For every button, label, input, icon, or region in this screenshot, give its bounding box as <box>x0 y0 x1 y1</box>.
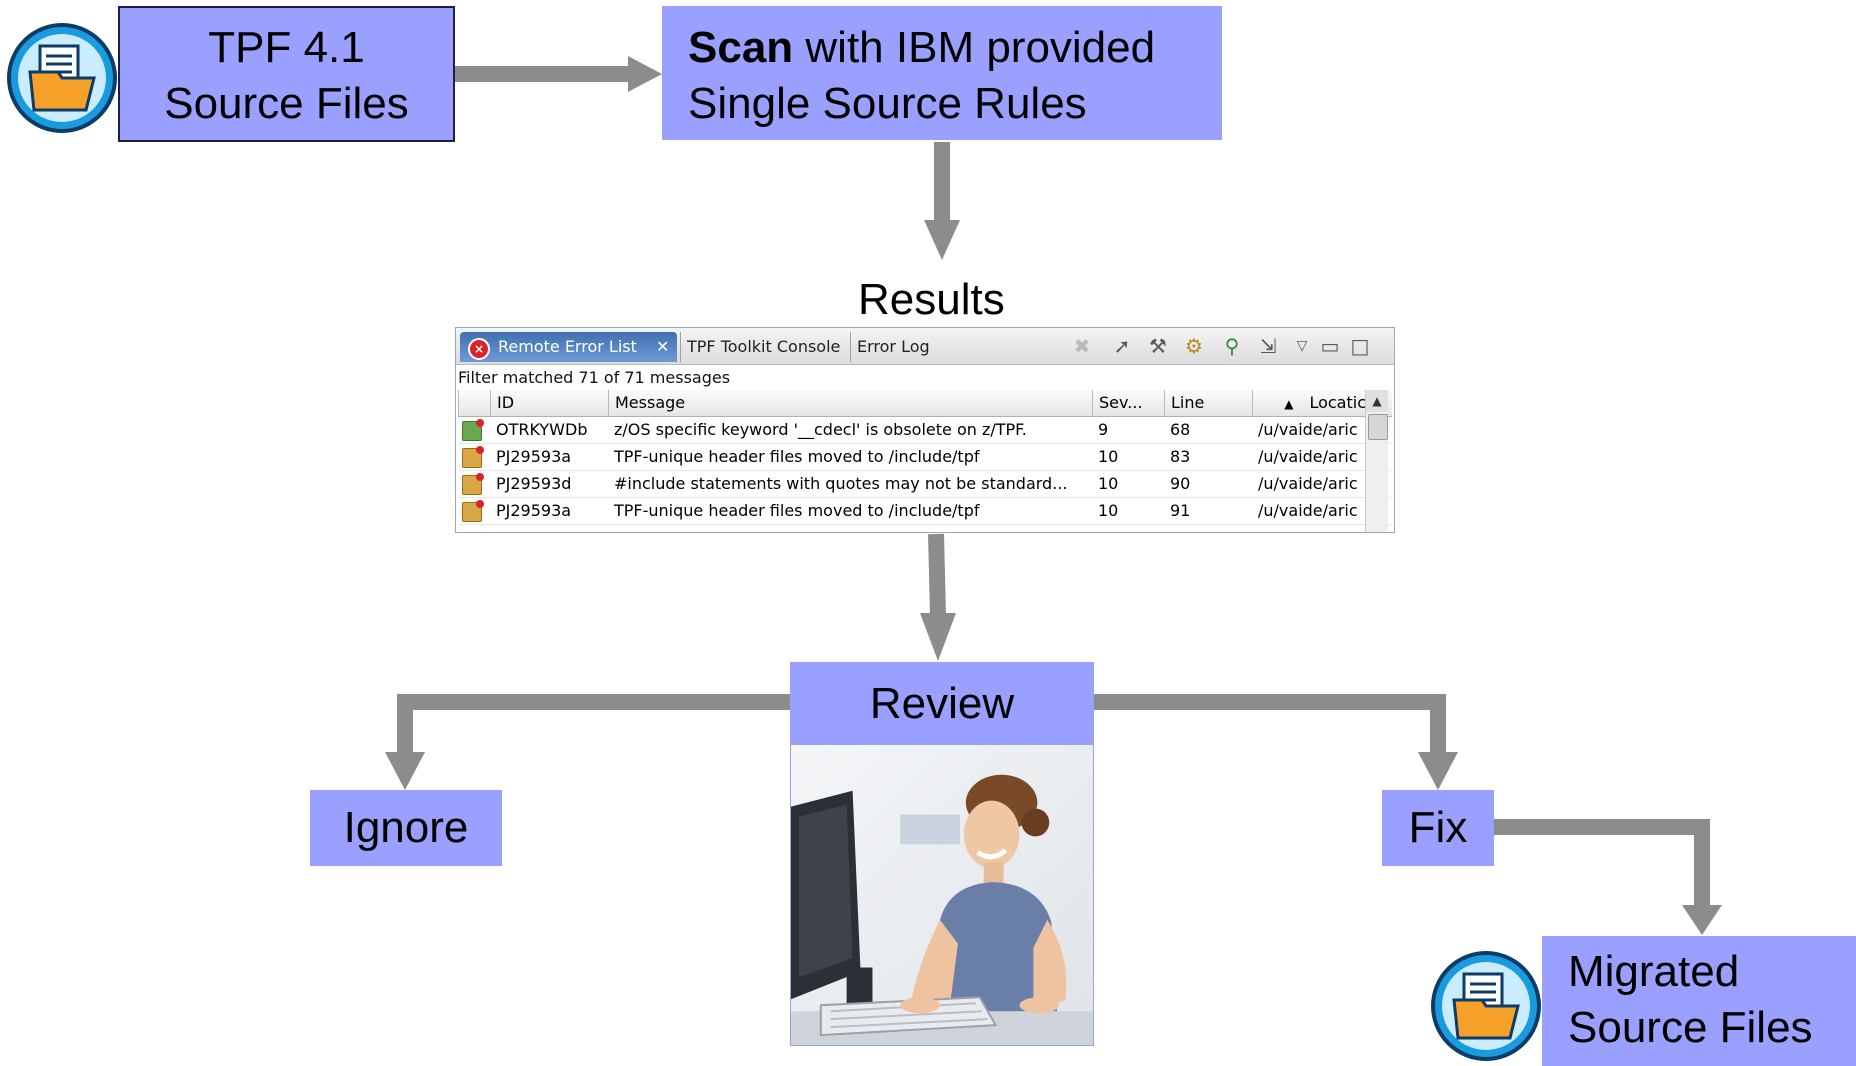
row-line: 90 <box>1170 474 1191 493</box>
arrow-fix-to-migrated <box>1494 819 1710 908</box>
collapse-icon[interactable]: ⚙ <box>1185 334 1203 358</box>
fix-box: Fix <box>1382 790 1494 866</box>
search-icon[interactable]: ⚲ <box>1224 334 1240 358</box>
close-icon[interactable]: ✕ <box>655 337 670 356</box>
review-label: Review <box>869 679 1015 728</box>
scan-box: Scan with IBM provided Single Source Rul… <box>662 6 1222 140</box>
scan-line2: Single Source Rules <box>688 79 1087 128</box>
migrated-line2: Source Files <box>1568 1003 1813 1052</box>
row-severity: 10 <box>1098 447 1119 466</box>
tab-remote-error-list[interactable]: × Remote Error List ✕ <box>460 332 678 362</box>
minimize-icon[interactable]: ▭ <box>1320 334 1340 358</box>
arrow-review-to-fix <box>1094 694 1446 755</box>
tab-bar: × Remote Error List ✕ TPF Toolkit Consol… <box>456 328 1394 365</box>
column-header-message[interactable]: Message <box>608 390 1092 416</box>
fix-label: Fix <box>1408 803 1468 852</box>
remote-error-list-panel: × Remote Error List ✕ TPF Toolkit Consol… <box>455 327 1395 533</box>
column-header-line[interactable]: Line <box>1164 390 1252 416</box>
sort-ascending-icon: ▲ <box>1284 397 1294 411</box>
arrowhead-review <box>920 613 956 661</box>
scroll-thumb[interactable] <box>1368 414 1388 440</box>
folder-document-icon <box>7 23 117 133</box>
maximize-icon[interactable]: □ <box>1350 334 1370 358</box>
error-icon: × <box>468 338 490 360</box>
row-location: /u/vaide/aric <box>1258 447 1358 466</box>
migrated-line1: Migrated <box>1568 947 1740 996</box>
row-line: 91 <box>1170 501 1191 520</box>
row-line: 83 <box>1170 447 1191 466</box>
row-message: TPF-unique header files moved to /includ… <box>614 501 980 520</box>
delete-icon[interactable]: ✖ <box>1073 334 1091 358</box>
row-severity: 9 <box>1098 420 1109 439</box>
row-id: PJ29593a <box>496 501 572 520</box>
source-files-line1: TPF 4.1 <box>208 23 365 72</box>
view-menu-icon[interactable]: ▽ <box>1296 338 1308 354</box>
ignore-box: Ignore <box>310 790 502 866</box>
table-row[interactable]: PJ29593d #include statements with quotes… <box>458 471 1392 498</box>
header-icon-column <box>458 390 490 416</box>
table-row[interactable]: PJ29593a TPF-unique header files moved t… <box>458 498 1392 525</box>
ignore-label: Ignore <box>343 803 469 852</box>
row-line: 68 <box>1170 420 1191 439</box>
error-file-icon <box>462 446 484 468</box>
column-header-id[interactable]: ID <box>490 390 608 416</box>
warning-file-icon <box>462 419 484 441</box>
pointer-icon[interactable]: ➚ <box>1113 334 1131 358</box>
arrowhead-results <box>924 220 960 260</box>
row-location: /u/vaide/aric <box>1258 420 1358 439</box>
table-header: ID Message Sev... Line ▲Locatic <box>458 390 1392 417</box>
row-message: TPF-unique header files moved to /includ… <box>614 447 980 466</box>
results-label: Results <box>858 275 1005 324</box>
filter-status: Filter matched 71 of 71 messages <box>458 368 731 387</box>
filter-icon[interactable]: ⚒ <box>1149 334 1167 358</box>
column-header-severity[interactable]: Sev... <box>1092 390 1164 416</box>
row-id: PJ29593a <box>496 447 572 466</box>
scan-line1-rest: with IBM provided <box>793 23 1156 72</box>
table-row[interactable]: OTRKYWDb z/OS specific keyword '__cdecl'… <box>458 417 1392 444</box>
row-location: /u/vaide/aric <box>1258 501 1358 520</box>
tab-tpf-toolkit-console[interactable]: TPF Toolkit Console <box>680 332 846 362</box>
migrated-files-box: Migrated Source Files <box>1542 936 1856 1066</box>
export-icon[interactable]: ⇲ <box>1259 334 1277 358</box>
row-location: /u/vaide/aric <box>1258 474 1358 493</box>
tab-remote-error-list-label: Remote Error List <box>498 337 637 356</box>
scan-keyword: Scan <box>688 23 794 72</box>
error-file-icon <box>462 500 484 522</box>
arrowhead-fix <box>1418 752 1458 790</box>
column-header-location-label: Locatic <box>1309 393 1366 412</box>
scroll-up-icon[interactable]: ▲ <box>1366 390 1388 412</box>
arrowhead-migrated <box>1682 905 1722 935</box>
column-header-location[interactable]: ▲ Locatic <box>1252 390 1368 416</box>
scrollbar[interactable]: ▲ <box>1365 390 1388 532</box>
folder-document-icon <box>1431 951 1541 1061</box>
row-severity: 10 <box>1098 474 1119 493</box>
arrow-review-to-ignore <box>397 694 790 755</box>
row-id: OTRKYWDb <box>496 420 588 439</box>
row-message: #include statements with quotes may not … <box>614 474 1068 493</box>
arrowhead-ignore <box>385 752 425 790</box>
row-id: PJ29593d <box>496 474 572 493</box>
row-severity: 10 <box>1098 501 1119 520</box>
arrowhead-scan <box>628 56 662 92</box>
error-file-icon <box>462 473 484 495</box>
tab-error-log[interactable]: Error Log <box>850 332 936 362</box>
source-files-line2: Source Files <box>164 79 409 128</box>
review-box: Review <box>790 662 1094 744</box>
table-row[interactable]: PJ29593a TPF-unique header files moved t… <box>458 444 1392 471</box>
source-files-box: TPF 4.1 Source Files <box>118 6 455 142</box>
person-at-computer-photo <box>790 744 1094 1046</box>
arrow-results-to-review <box>928 533 946 616</box>
row-message: z/OS specific keyword '__cdecl' is obsol… <box>614 420 1027 439</box>
